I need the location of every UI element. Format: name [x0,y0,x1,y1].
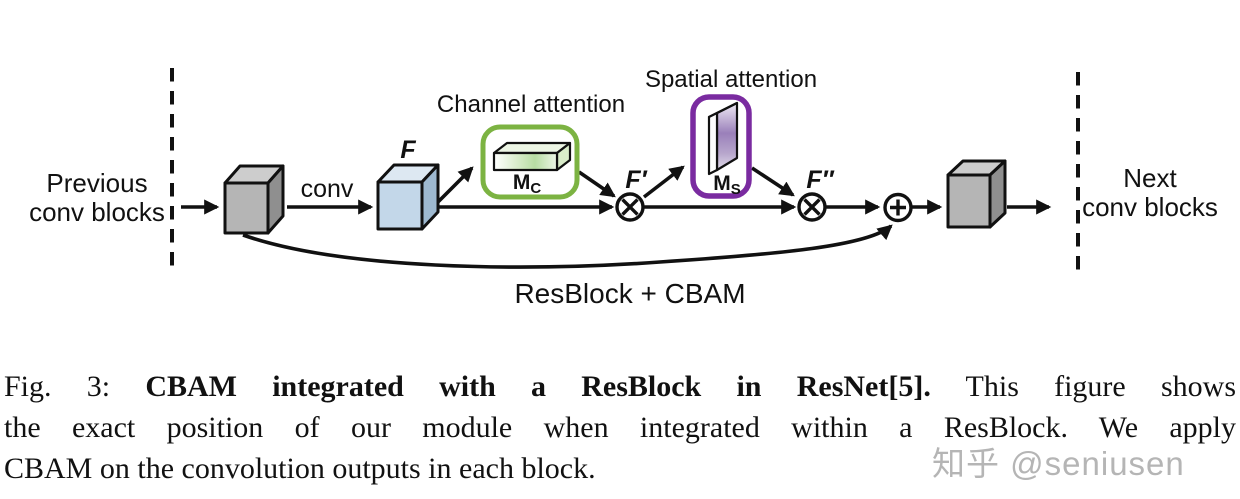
cbam-resblock-diagram: Previous conv blocks Next conv blocks co… [29,66,1218,309]
output-cube-front [946,173,992,229]
caption-fig-number: Fig. 3: [4,370,146,403]
output-cube-side [988,159,1007,229]
feature-f-cube-front [376,180,424,231]
arrow-f-to-channel-attention [434,166,474,206]
spatial-map-slab-face [715,101,739,172]
skip-connection-arrow [242,224,893,269]
caption-line-2: the exact position of our module when in… [4,411,1236,444]
figure-caption: Fig. 3: CBAM integrated with a ResBlock … [4,366,1236,489]
channel-map-label: MC [513,171,542,197]
feature-f-double-prime-label: F″ [806,166,834,194]
spatial-map-label: MS [713,172,741,198]
caption-line1-rest: This figure shows [930,370,1236,403]
channel-attention-module: MC [480,124,580,200]
caption-bold-title: CBAM integrated with a ResBlock in ResNe… [145,370,931,403]
watermark: 知乎 @seniusen [932,445,1185,482]
previous-blocks-label-line2: conv blocks [29,197,165,227]
feature-f-label: F [400,136,416,164]
caption-line-3: CBAM on the convolution outputs in each … [4,452,596,485]
output-cube [946,159,1007,229]
next-blocks-label-line1: Next [1123,163,1177,193]
spatial-attention-map-slab [707,101,739,176]
arrow-channel-attention-to-multiply1 [577,170,616,198]
input-conv-cube [223,164,285,235]
spatial-multiply-operator [797,192,827,222]
caption-line-1: Fig. 3: CBAM integrated with a ResBlock … [4,366,1236,407]
next-blocks-label-line2: conv blocks [1082,192,1218,222]
channel-multiply-operator [615,192,645,222]
spatial-attention-module: MS [690,94,752,199]
connector-arrows [181,165,1052,269]
multiply2-x-icon [803,198,821,216]
arrow-multiply1-to-spatial-attention [642,165,685,199]
arrow-spatial-attention-to-multiply2 [751,166,795,197]
previous-blocks-label-line1: Previous [46,168,147,198]
channel-attention-map-bar [492,141,572,172]
spatial-map-slab-edge [707,111,719,176]
multiply1-x-icon [621,198,639,216]
conv-label: conv [301,175,354,203]
channel-attention-title: Channel attention [437,91,625,118]
input-conv-cube-front [223,181,270,235]
add-plus-icon [890,199,906,216]
resblock-cbam-label: ResBlock + CBAM [514,278,745,309]
feature-f-prime-label: F′ [625,166,647,194]
channel-map-bar-front [492,151,559,172]
residual-add-operator [883,192,913,223]
spatial-attention-title: Spatial attention [645,66,817,93]
feature-f-cube [376,163,440,231]
